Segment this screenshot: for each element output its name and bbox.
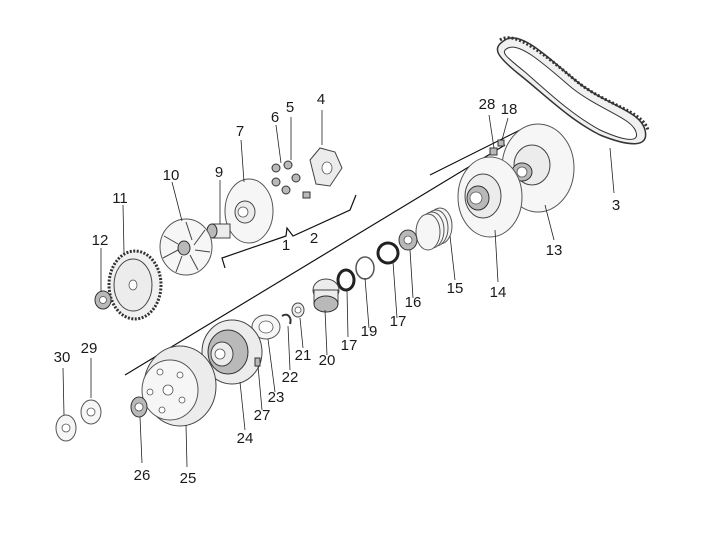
callout-23: 23 xyxy=(268,389,285,406)
o-ring-part-19 xyxy=(355,256,375,280)
callout-6: 6 xyxy=(271,109,279,126)
callout-20: 20 xyxy=(319,352,336,369)
drive-belt xyxy=(496,36,650,145)
callout-1: 1 xyxy=(282,237,290,254)
pin-part-18 xyxy=(497,139,505,147)
fan-drive-face xyxy=(159,218,213,276)
callout-25: 25 xyxy=(180,470,197,487)
callout-15: 15 xyxy=(447,280,464,297)
starter-gear xyxy=(107,249,163,321)
slide-piece-part-5 xyxy=(302,191,311,199)
callout-28: 28 xyxy=(479,96,496,113)
callout-14: 14 xyxy=(490,284,507,301)
callout-3: 3 xyxy=(612,197,620,214)
roller-weights xyxy=(271,160,301,195)
bearing-part-16 xyxy=(398,229,418,251)
leader-lines xyxy=(62,110,615,468)
callout-30: 30 xyxy=(54,349,71,366)
callout-26: 26 xyxy=(134,467,151,484)
callout-2: 2 xyxy=(310,230,318,247)
callout-4: 4 xyxy=(317,91,325,108)
callout-9: 9 xyxy=(215,164,223,181)
movable-driven-face xyxy=(457,156,523,238)
pin-part-28 xyxy=(489,147,498,156)
collar-part-20 xyxy=(312,278,340,313)
nut-part-12 xyxy=(94,290,112,310)
washer-part-21 xyxy=(291,302,305,318)
callout-29: 29 xyxy=(81,340,98,357)
callout-22: 22 xyxy=(282,369,299,386)
callout-12: 12 xyxy=(92,232,109,249)
spring-part-27 xyxy=(254,357,261,367)
driven-spring xyxy=(415,207,453,251)
callout-17-lower: 17 xyxy=(341,337,358,354)
circlip-part-17-upper xyxy=(376,241,400,265)
clutch-bell xyxy=(141,345,217,427)
callout-24: 24 xyxy=(237,430,254,447)
callout-11: 11 xyxy=(112,190,128,207)
callout-5: 5 xyxy=(286,99,294,116)
callout-7: 7 xyxy=(236,123,244,140)
assembly-2-axis-line-upper xyxy=(429,129,521,176)
circlip-part-17-lower xyxy=(336,268,356,292)
nut-part-26 xyxy=(130,396,148,418)
clutch-shoe-assembly xyxy=(201,319,263,385)
callout-17-upper: 17 xyxy=(390,313,407,330)
assembly-1-bracket xyxy=(221,194,357,269)
assembly-2-axis-line xyxy=(124,144,506,376)
ramp-plate xyxy=(309,147,343,187)
callout-16: 16 xyxy=(405,294,422,311)
callout-21: 21 xyxy=(295,347,312,364)
seal-ring-part-23 xyxy=(251,314,281,340)
washer-part-30 xyxy=(55,414,77,442)
movable-drive-face xyxy=(224,178,274,244)
callout-18: 18 xyxy=(501,101,518,118)
callout-19: 19 xyxy=(361,323,378,340)
callout-13: 13 xyxy=(546,242,563,259)
clip-part-22 xyxy=(281,313,292,325)
callout-10: 10 xyxy=(163,167,180,184)
washer-part-29 xyxy=(80,399,102,425)
callout-27: 27 xyxy=(254,407,271,424)
